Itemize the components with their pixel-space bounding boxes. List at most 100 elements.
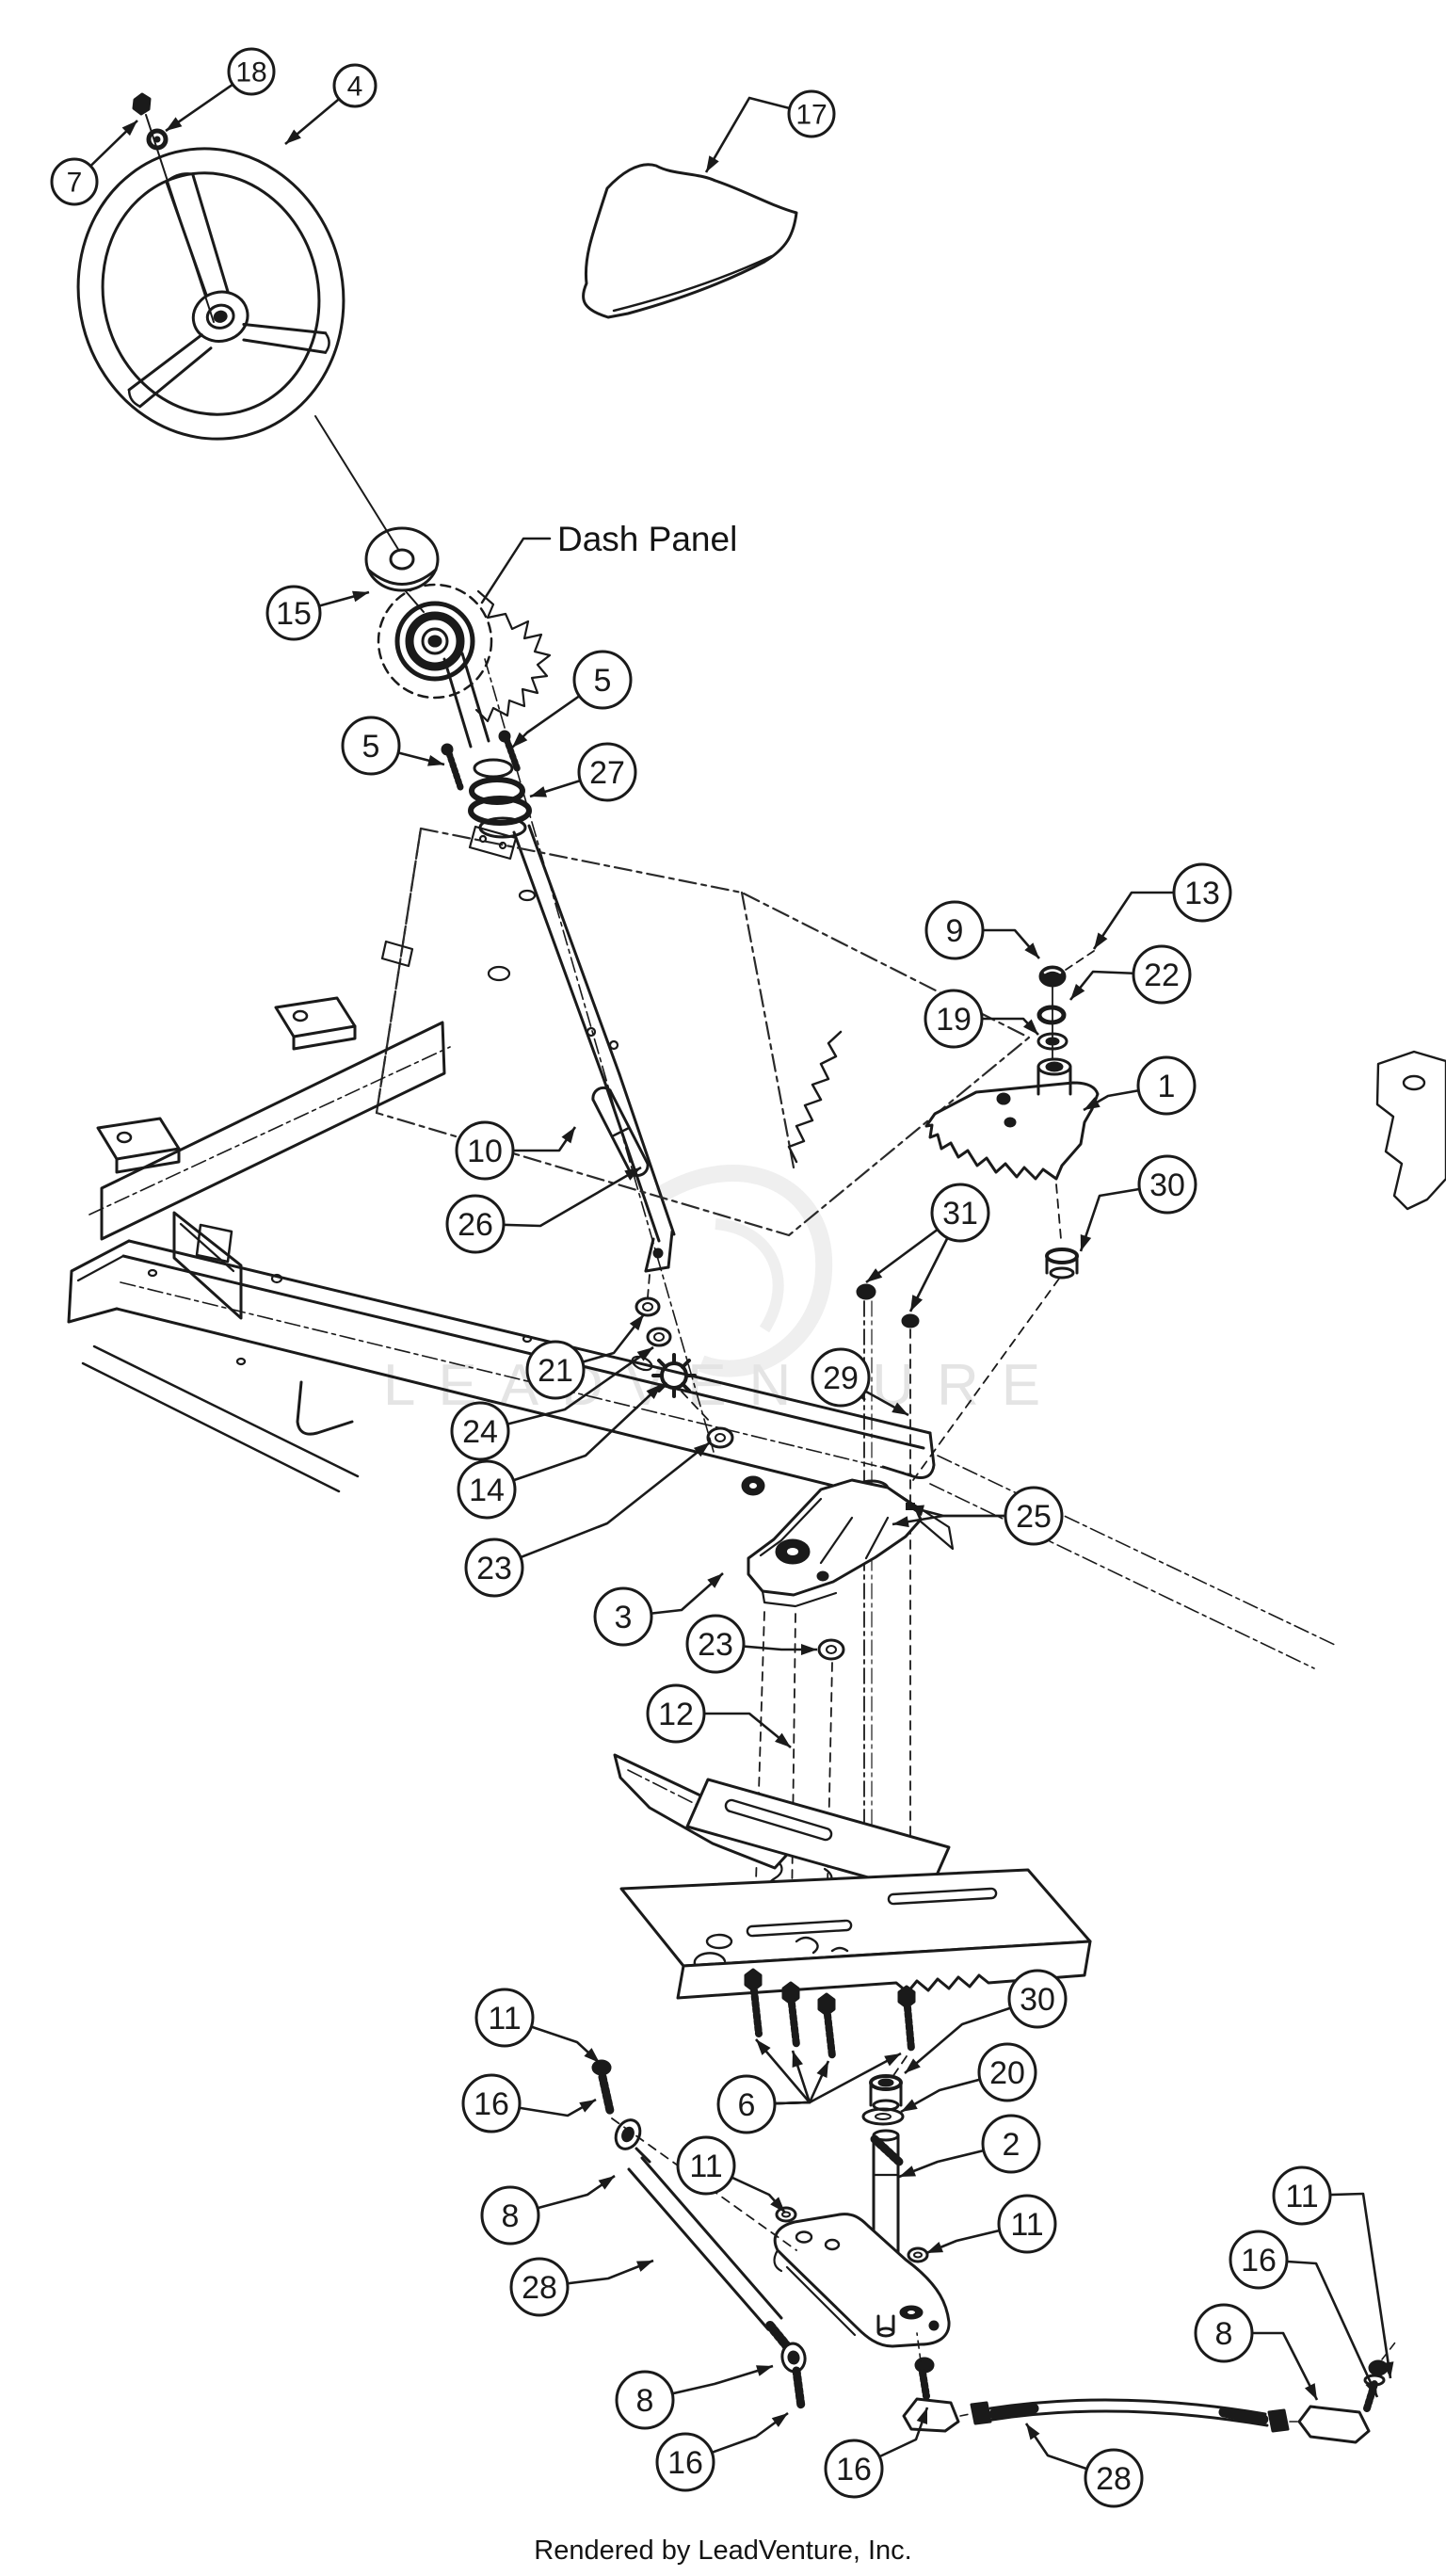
svg-text:28: 28 (522, 2270, 557, 2306)
console-panel (375, 827, 1031, 1237)
svg-text:4: 4 (347, 72, 363, 103)
callout-balloon-17: 17 (787, 89, 836, 138)
console-details (380, 825, 843, 1164)
svg-text:5: 5 (594, 663, 612, 699)
callout-balloon-26: 26 (445, 1194, 506, 1254)
callout-balloon-5: 5 (572, 650, 633, 710)
callout-balloon-21: 21 (525, 1340, 586, 1400)
callout-balloon-3: 3 (593, 1586, 653, 1647)
svg-text:10: 10 (467, 1134, 503, 1169)
steering-wheel (76, 147, 345, 441)
svg-text:14: 14 (469, 1473, 505, 1508)
axle-support-plate (613, 1753, 1092, 2000)
callout-balloon-7: 7 (50, 157, 99, 206)
svg-text:31: 31 (942, 1196, 978, 1232)
dash-panel-boss (377, 537, 552, 723)
svg-text:8: 8 (1215, 2316, 1233, 2352)
callout-balloon-23: 23 (464, 1538, 524, 1598)
mounting-bolts (744, 1968, 916, 2078)
svg-text:16: 16 (1241, 2243, 1277, 2278)
callout-balloon-29: 29 (811, 1347, 871, 1408)
svg-text:27: 27 (589, 755, 625, 791)
svg-text:26: 26 (458, 1207, 493, 1243)
svg-text:16: 16 (667, 2445, 703, 2481)
callout-balloon-12: 12 (646, 1683, 706, 1744)
svg-text:6: 6 (738, 2087, 756, 2123)
callout-balloon-16: 16 (461, 2073, 522, 2133)
callout-balloon-15: 15 (265, 585, 322, 641)
svg-text:30: 30 (1149, 1167, 1185, 1203)
svg-text:13: 13 (1184, 876, 1220, 911)
callout-balloon-19: 19 (924, 989, 984, 1049)
svg-text:28: 28 (1096, 2461, 1132, 2497)
callout-balloon-4: 4 (332, 63, 378, 108)
callout-balloon-11: 11 (1272, 2165, 1332, 2226)
steering-shaft-lower (591, 1072, 676, 1298)
svg-text:1: 1 (1158, 1069, 1176, 1104)
frame (67, 996, 1338, 1669)
svg-text:22: 22 (1144, 958, 1180, 993)
callout-balloon-1: 1 (1136, 1055, 1197, 1116)
svg-text:3: 3 (615, 1600, 633, 1635)
svg-text:2: 2 (1003, 2127, 1020, 2163)
svg-text:29: 29 (823, 1360, 859, 1396)
svg-text:7: 7 (67, 168, 83, 199)
callout-balloon-2: 2 (981, 2114, 1041, 2174)
callout-balloon-27: 27 (577, 742, 637, 802)
svg-text:16: 16 (474, 2086, 509, 2122)
wheel-nut-and-washer (132, 92, 215, 323)
callout-balloon-8: 8 (1194, 2303, 1254, 2363)
svg-text:11: 11 (1285, 2179, 1318, 2214)
callout-balloon-18: 18 (227, 47, 276, 96)
svg-text:20: 20 (989, 2055, 1025, 2091)
svg-text:11: 11 (689, 2149, 722, 2184)
svg-text:24: 24 (462, 1414, 498, 1450)
callout-balloon-22: 22 (1132, 944, 1192, 1005)
callout-balloon-9: 9 (924, 900, 985, 960)
callout-balloon-8: 8 (615, 2370, 675, 2430)
right-panel-fragment (1375, 1050, 1446, 1211)
pinion-hardware (635, 1296, 765, 1496)
callout-balloon-24: 24 (450, 1401, 510, 1461)
callout-balloon-16: 16 (1229, 2230, 1289, 2290)
svg-text:12: 12 (658, 1697, 694, 1732)
callout-balloon-14: 14 (457, 1459, 517, 1520)
dash-panel-label: Dash Panel (557, 520, 737, 558)
sector-gear-assembly (912, 950, 1100, 1481)
steering-column (441, 652, 715, 1453)
spindle-assembly (773, 2074, 951, 2348)
steering-cover (582, 163, 798, 319)
svg-text:23: 23 (476, 1551, 512, 1586)
steering-cap (314, 415, 440, 592)
svg-text:15: 15 (276, 596, 312, 632)
svg-text:16: 16 (836, 2452, 872, 2487)
svg-text:11: 11 (488, 2001, 521, 2037)
callout-balloon-11: 11 (997, 2194, 1057, 2254)
callout-balloon-6: 6 (716, 2074, 777, 2134)
callout-balloon-10: 10 (455, 1120, 515, 1181)
callout-balloon-16: 16 (824, 2439, 884, 2499)
svg-text:18: 18 (235, 57, 266, 89)
callout-balloon-16: 16 (655, 2432, 715, 2492)
callout-balloon-13: 13 (1172, 862, 1232, 923)
callout-balloon-5: 5 (341, 716, 401, 776)
callout-balloon-31: 31 (930, 1183, 990, 1243)
svg-text:23: 23 (698, 1627, 733, 1663)
callout-balloon-25: 25 (1004, 1486, 1064, 1546)
tie-rod (902, 2332, 1396, 2444)
callout-balloon-23: 23 (685, 1614, 746, 1674)
svg-text:8: 8 (636, 2383, 654, 2419)
callout-balloon-30: 30 (1137, 1154, 1197, 1215)
leadventure-watermark: LEADVENTURE (383, 1165, 1040, 1418)
svg-text:21: 21 (538, 1353, 573, 1389)
svg-text:30: 30 (1020, 1982, 1055, 2018)
callout-balloon-28: 28 (509, 2257, 570, 2317)
callout-balloon-28: 28 (1084, 2448, 1144, 2508)
callout-balloon-11: 11 (676, 2135, 736, 2196)
svg-text:9: 9 (946, 913, 964, 949)
svg-text:8: 8 (502, 2198, 520, 2234)
svg-text:25: 25 (1016, 1499, 1052, 1535)
